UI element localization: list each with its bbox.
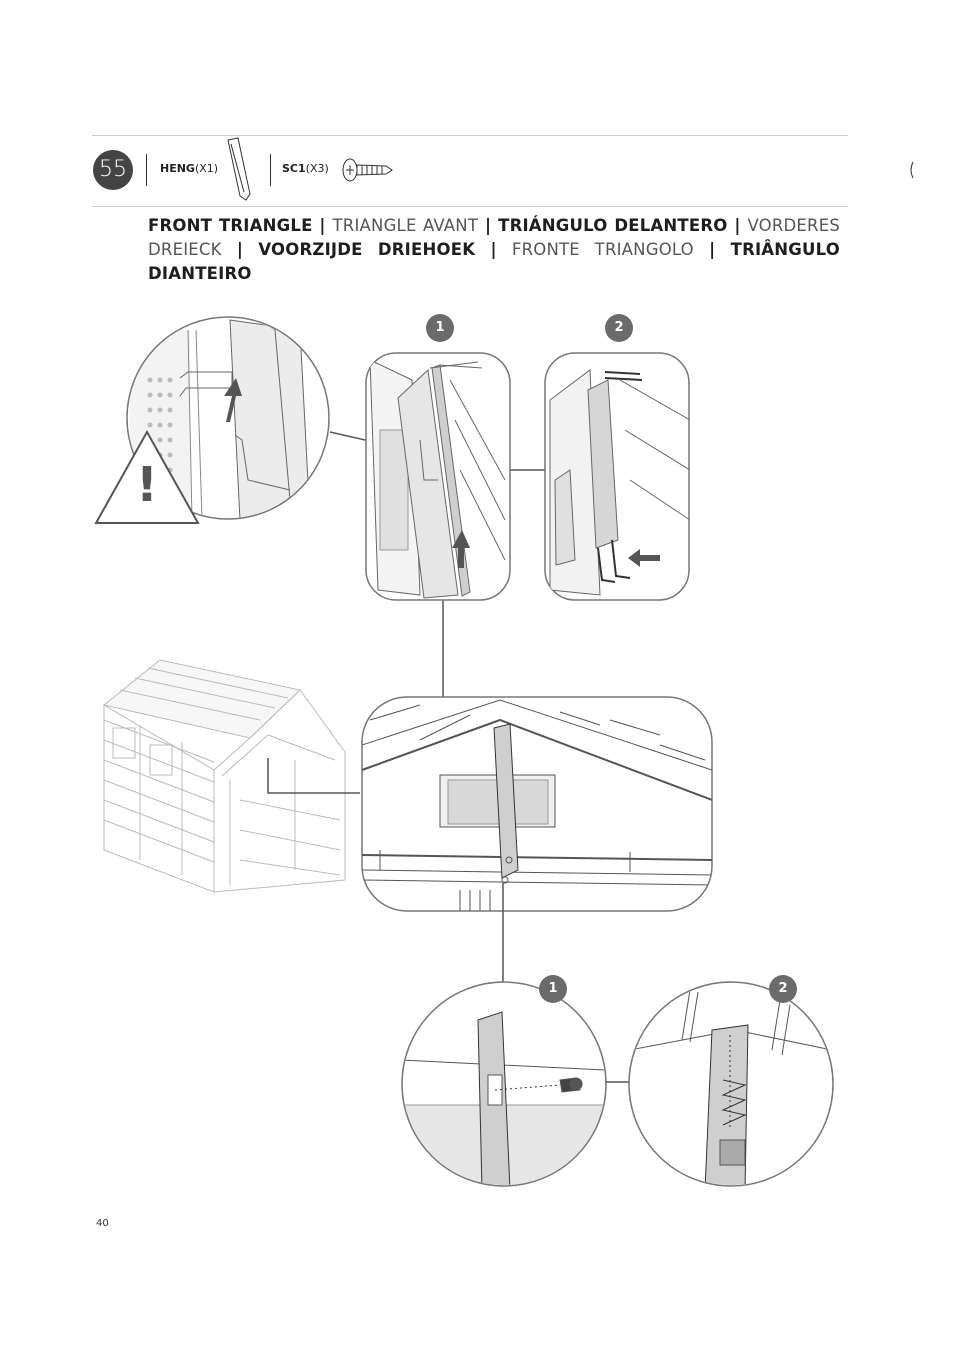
- header-divider: [146, 154, 147, 186]
- title-segment: |: [475, 240, 512, 259]
- substep-badge-top-2: 2: [605, 314, 633, 342]
- shed-illustration: [102, 659, 346, 893]
- header-divider: [270, 154, 271, 186]
- detail-panel-top-1: [365, 352, 511, 601]
- page-edge-mark: [910, 161, 914, 179]
- title-segment: FRONT TRIANGLE: [148, 216, 313, 235]
- header-rule-top: [92, 135, 848, 136]
- title-segment: TRIANGLE AVANT: [332, 216, 479, 235]
- title-segment: |: [312, 216, 333, 235]
- detail-panel-middle: [361, 696, 713, 912]
- title-segment: |: [693, 240, 731, 259]
- part-heng-label: HENG(X1): [160, 162, 219, 175]
- title-segment: VOORZIJDE DRIEHOEK: [258, 240, 476, 259]
- title-segment: FRONTE TRIANGOLO: [511, 240, 694, 259]
- detail-circle-top-left: [126, 316, 330, 520]
- title-segment: TRIÂNGULO DIANTEIRO: [148, 240, 840, 283]
- arrow-up-icon: [224, 378, 242, 422]
- detail-panel-top-2: [544, 352, 690, 601]
- screw-part-icon: [342, 158, 393, 182]
- substep-badge-bottom-1: 1: [539, 975, 567, 1003]
- header-rule-bottom: [92, 206, 848, 207]
- detail-circle-bottom-1: [401, 981, 607, 1187]
- page-number: 40: [96, 1218, 109, 1229]
- arrow-up-icon: [452, 530, 470, 568]
- detail-circle-bottom-2: [628, 981, 834, 1187]
- title-segment: |: [727, 216, 748, 235]
- step-number-badge: 55: [93, 150, 133, 190]
- arrow-left-icon: [628, 549, 660, 567]
- substep-badge-top-1: 1: [426, 314, 454, 342]
- title-segment: TRIÁNGULO DELANTERO: [498, 216, 728, 235]
- warning-triangle-icon: [94, 429, 200, 524]
- heng-part-icon: [227, 137, 251, 201]
- step-title: FRONT TRIANGLE | TRIANGLE AVANT | TRIÁNG…: [148, 214, 840, 286]
- title-segment: VORDERES DREIECK: [148, 216, 841, 259]
- title-segment: |: [221, 240, 259, 259]
- title-segment: |: [478, 216, 499, 235]
- part-sc1-label: SC1(X3): [282, 162, 329, 175]
- substep-badge-bottom-2: 2: [769, 975, 797, 1003]
- warning-exclamation: !: [136, 457, 158, 513]
